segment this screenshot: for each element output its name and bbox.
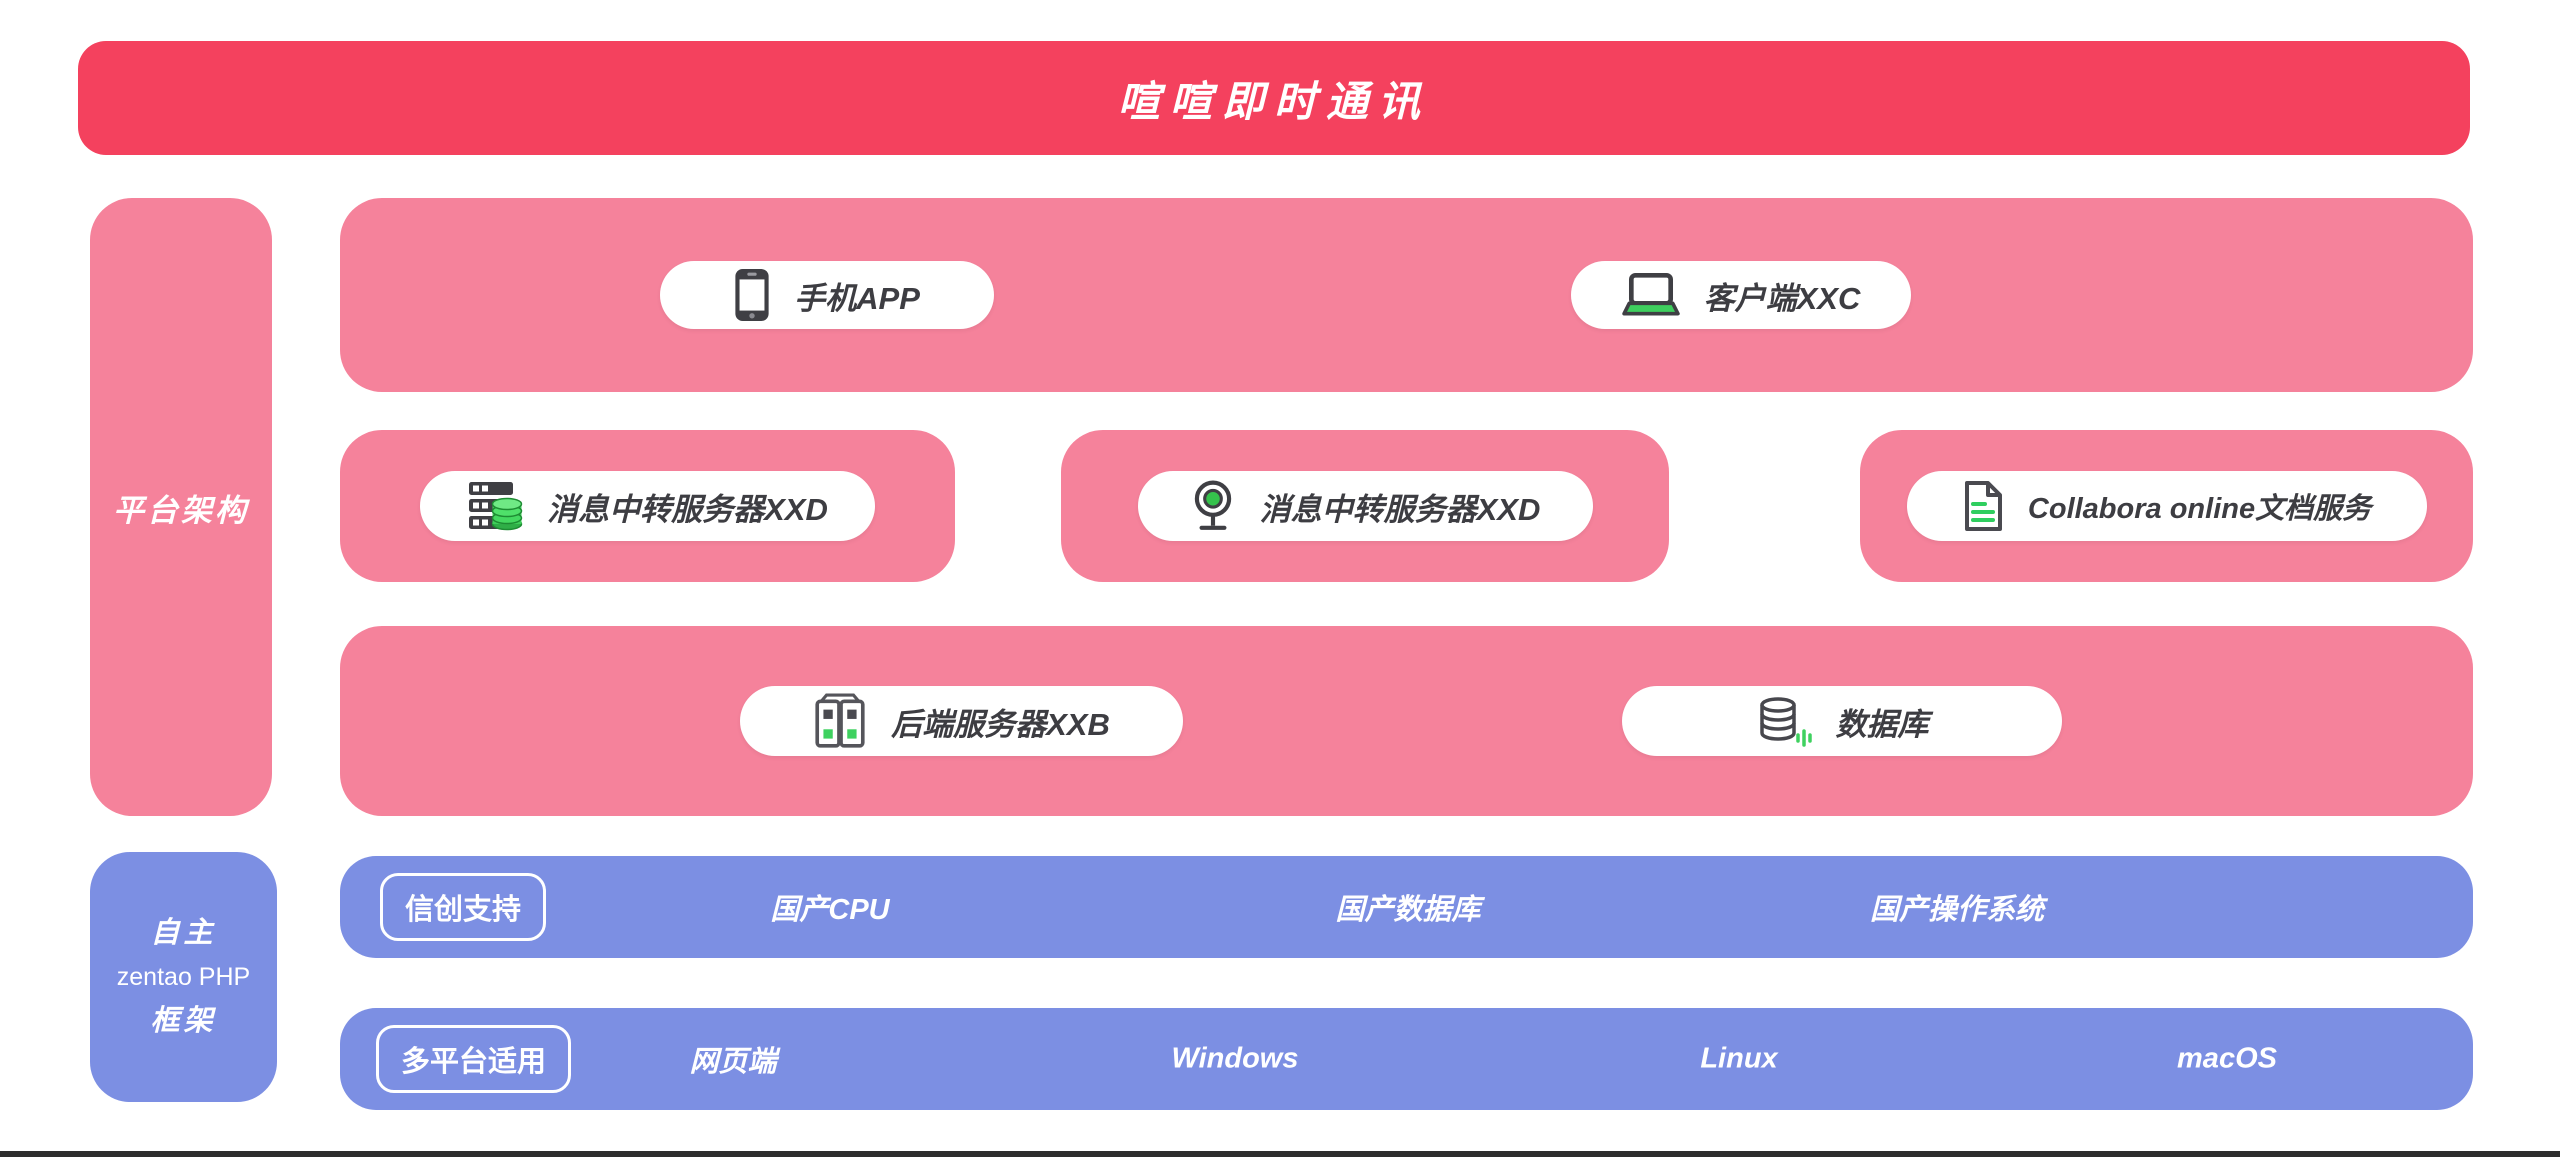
node-mobile-app-label: 手机APP: [794, 280, 920, 316]
row-backend: 后端服务器XXB 数据库: [340, 626, 2473, 816]
node-relay-server-2-label: 消息中转服务器XXD: [1259, 491, 1541, 527]
node-relay-server-2: 消息中转服务器XXD: [1137, 471, 1593, 541]
title-banner: 喧喧即时通讯: [78, 41, 2470, 155]
item-macos: macOS: [2177, 1042, 2277, 1075]
bottom-divider: [0, 1151, 2560, 1157]
row-xinchuang: 信创支持 国产CPU 国产数据库 国产操作系统: [340, 856, 2473, 958]
node-backend-server-label: 后端服务器XXB: [891, 706, 1110, 742]
row-platforms: 多平台适用 网页端 Windows Linux macOS: [340, 1008, 2473, 1110]
node-collabora: Collabora online文档服务: [1906, 471, 2427, 541]
page-title: 喧喧即时通讯: [1117, 77, 1430, 125]
item-windows: Windows: [1171, 1042, 1299, 1075]
rail-platform-architecture: 平台架构: [90, 198, 272, 816]
server-towers-icon: [813, 692, 867, 750]
node-database: 数据库: [1622, 686, 2062, 756]
multiplatform-badge: 多平台适用: [376, 1025, 572, 1093]
framework-line-1: 自主: [150, 917, 217, 949]
row-clients: 手机APP 客户端XXC: [340, 198, 2473, 392]
server-database-icon: [467, 480, 523, 532]
laptop-icon: [1621, 272, 1680, 318]
node-backend-server: 后端服务器XXB: [740, 686, 1183, 756]
item-domestic-cpu: 国产CPU: [770, 894, 890, 926]
framework-line-3: 框架: [150, 1005, 217, 1037]
node-database-label: 数据库: [1835, 706, 1929, 742]
box-relay-server-2: 消息中转服务器XXD: [1061, 430, 1669, 582]
item-web: 网页端: [689, 1046, 777, 1078]
item-linux: Linux: [1700, 1042, 1778, 1075]
node-collabora-label: Collabora online文档服务: [2027, 493, 2372, 525]
node-relay-server-1: 消息中转服务器XXD: [420, 471, 875, 541]
item-domestic-database: 国产数据库: [1335, 894, 1481, 926]
smartphone-icon: [734, 268, 770, 322]
webcam-icon: [1190, 479, 1236, 533]
framework-line-2: zentao PHP: [116, 963, 251, 991]
node-mobile-app: 手机APP: [660, 261, 994, 329]
node-client-xxc-label: 客户端XXC: [1703, 280, 1861, 316]
document-icon: [1962, 480, 2004, 532]
database-icon: [1756, 694, 1812, 748]
node-client-xxc: 客户端XXC: [1571, 261, 1911, 329]
xinchuang-badge: 信创支持: [380, 873, 547, 941]
box-relay-server-1: 消息中转服务器XXD: [340, 430, 955, 582]
item-domestic-os: 国产操作系统: [1869, 894, 2045, 926]
rail-platform-label: 平台架构: [113, 492, 249, 528]
rail-framework: 自主 zentao PHP 框架: [90, 852, 277, 1102]
node-relay-server-1-label: 消息中转服务器XXD: [547, 491, 828, 527]
box-collabora: Collabora online文档服务: [1860, 430, 2473, 582]
